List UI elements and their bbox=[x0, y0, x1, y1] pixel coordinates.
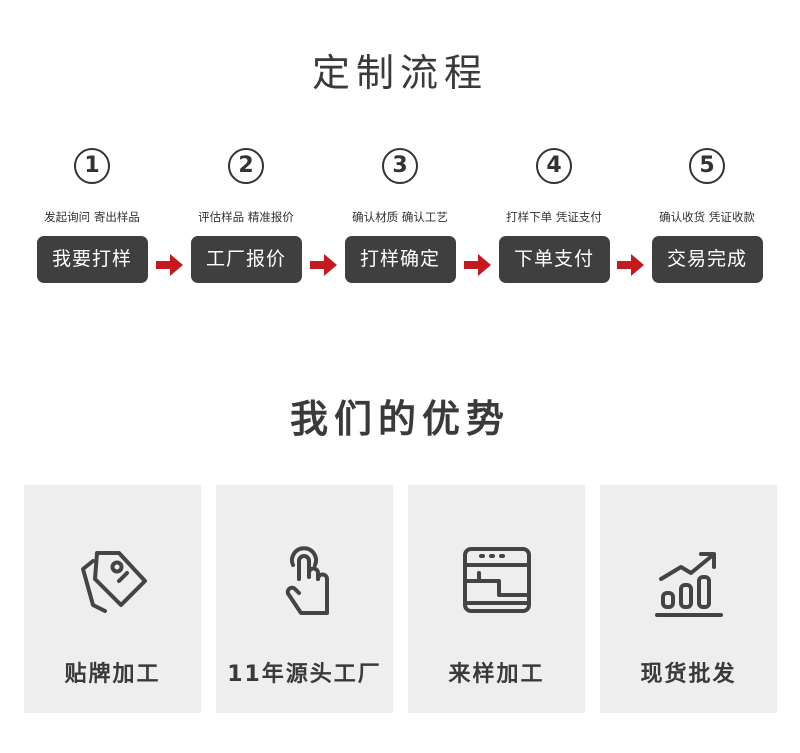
growth-chart-icon bbox=[654, 552, 723, 617]
advantage-card-sample-processing: 来样加工 bbox=[408, 485, 585, 713]
step-description-1: 发起询问 寄出样品 bbox=[44, 210, 140, 224]
process-step-1: 1 发起询问 寄出样品 我要打样 bbox=[15, 148, 169, 283]
step-button-request-sample[interactable]: 我要打样 bbox=[36, 236, 148, 283]
advantages-title: 我们的优势 bbox=[289, 397, 510, 441]
step-number-1: 1 bbox=[74, 148, 110, 184]
sewing-machine-icon bbox=[462, 547, 531, 613]
step-button-order-payment[interactable]: 下单支付 bbox=[498, 236, 610, 283]
step-number-5: 5 bbox=[689, 148, 725, 184]
process-step-4: 4 打样下单 凭证支付 下单支付 bbox=[477, 148, 631, 283]
arrow-right-icon bbox=[310, 254, 337, 276]
process-title: 定制流程 bbox=[311, 51, 488, 95]
advantage-card-oem: 贴牌加工 bbox=[24, 485, 201, 713]
step-description-5: 确认收货 凭证收款 bbox=[659, 210, 755, 224]
step-number-2: 2 bbox=[228, 148, 264, 184]
process-step-3: 3 确认材质 确认工艺 打样确定 bbox=[323, 148, 477, 283]
advantage-label-factory: 11年源头工厂 bbox=[227, 662, 382, 687]
arrow-right-icon bbox=[156, 254, 183, 276]
step-description-2: 评估样品 精准报价 bbox=[198, 210, 294, 224]
process-step-2: 2 评估样品 精准报价 工厂报价 bbox=[169, 148, 323, 283]
step-button-deal-complete[interactable]: 交易完成 bbox=[651, 236, 763, 283]
advantage-card-factory: 11年源头工厂 bbox=[216, 485, 393, 713]
step-description-4: 打样下单 凭证支付 bbox=[506, 210, 602, 224]
advantage-card-wholesale: 现货批发 bbox=[600, 485, 777, 713]
advantage-label-sample-processing: 来样加工 bbox=[448, 662, 545, 687]
price-tags-icon bbox=[80, 551, 147, 613]
step-number-3: 3 bbox=[382, 148, 418, 184]
arrow-right-icon bbox=[617, 254, 644, 276]
advantage-label-wholesale: 现货批发 bbox=[640, 662, 737, 687]
step-button-factory-quote[interactable]: 工厂报价 bbox=[190, 236, 302, 283]
step-description-3: 确认材质 确认工艺 bbox=[352, 210, 448, 224]
tap-hand-icon bbox=[285, 546, 329, 615]
advantage-label-oem: 贴牌加工 bbox=[64, 662, 161, 687]
arrow-right-icon bbox=[464, 254, 491, 276]
step-number-4: 4 bbox=[536, 148, 572, 184]
process-step-5: 5 确认收货 凭证收款 交易完成 bbox=[630, 148, 784, 283]
step-button-confirm-sample[interactable]: 打样确定 bbox=[344, 236, 456, 283]
